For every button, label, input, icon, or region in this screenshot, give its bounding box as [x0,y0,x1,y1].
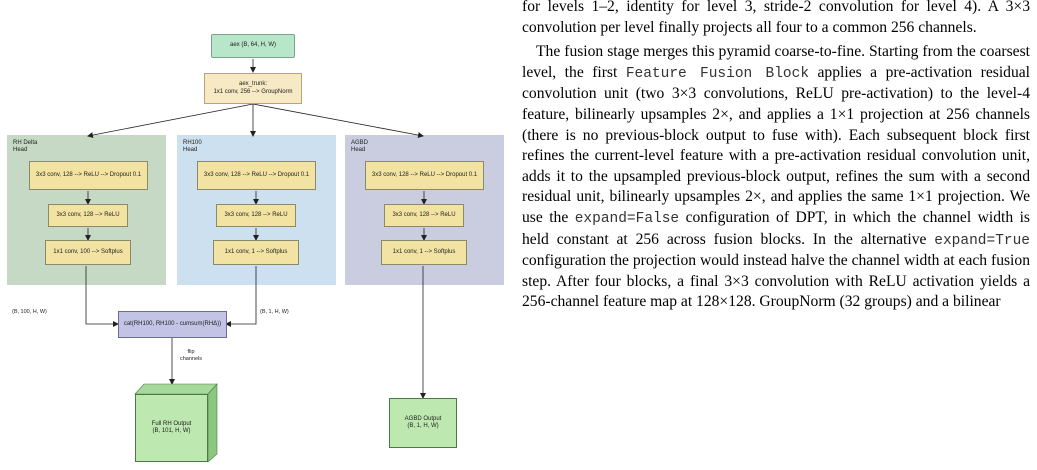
flip-label: flip [187,349,195,355]
rh-delta-layer-3: 1x1 conv, 100 --> Softplus [45,240,131,265]
code-feature-fusion-block: Feature Fusion Block [625,65,810,82]
rh100-layer-1-label: 3x3 conv, 128 --> ReLU --> Dropout 0.1 [203,171,310,178]
paragraph-2: The fusion stage merges this pyramid coa… [522,42,1030,313]
rh-delta-layer-2-label: 3x3 conv, 128 --> ReLU [56,211,120,218]
flip-channels-label: flip channels [176,349,206,363]
trunk-node-label-2: 1x1 conv, 256 --> GroupNorm [213,88,293,95]
agbd-layer-2-label: 3x3 conv, 128 --> ReLU [392,211,456,218]
rh100-layer-3-label: 1x1 conv, 1 --> Softplus [224,248,288,255]
agbd-layer-1-label: 3x3 conv, 128 --> ReLU --> Dropout 0.1 [371,171,478,178]
code-expand-true: expand=True [934,232,1030,249]
rh-delta-layer-1: 3x3 conv, 128 --> ReLU --> Dropout 0.1 [29,161,148,190]
paragraph-2-part-c: configuration of DPT, in which the chann… [522,208,1030,248]
rh-delta-layer-1-label: 3x3 conv, 128 --> ReLU --> Dropout 0.1 [35,171,142,178]
agbd-layer-1: 3x3 conv, 128 --> ReLU --> Dropout 0.1 [365,161,484,190]
diagram-connectors [85,59,427,463]
rh100-layer-1: 3x3 conv, 128 --> ReLU --> Dropout 0.1 [197,161,316,190]
architecture-diagram: RH Delta Head RH100 Head AGBD Head [0,0,510,470]
rh100-layer-2: 3x3 conv, 128 --> ReLU [216,204,296,227]
body-text-column: for levels 1–2, identity for level 3, st… [522,0,1030,313]
delta-shape-label: (B, 100, H, W) [12,309,47,315]
channels-label: channels [179,355,203,362]
rh100-layer-2-label: 3x3 conv, 128 --> ReLU [224,211,288,218]
concat-node-label: cat(RH100, RH100 - cumsum(RHΔ)) [123,320,222,327]
rh-delta-layer-3-label: 1x1 conv, 100 --> Softplus [53,248,123,255]
concat-node: cat(RH100, RH100 - cumsum(RHΔ)) [118,311,227,338]
paragraph-2-part-b: applies a pre-activation residual convol… [522,63,1030,226]
paragraph-2-part-d: configuration the projection would inste… [522,252,1030,311]
rh100-layer-3: 1x1 conv, 1 --> Softplus [213,240,299,265]
agbd-layer-3-label: 1x1 conv, 1 --> Softplus [392,248,456,255]
rh100-shape-label: (B, 1, H, W) [260,309,289,315]
rh-delta-head-title: RH Delta Head [13,140,38,154]
trunk-node: aex_trunk: 1x1 conv, 256 --> GroupNorm [204,73,302,104]
full-rh-output-label-2: (B, 101, H, W) [152,428,191,434]
trunk-node-label-1: aex_trunk: [238,81,268,87]
agbd-head-title: AGBD Head [351,140,369,154]
full-rh-output-label-1: Full RH Output [151,420,192,427]
input-node-label: aex (B, 64, H, W) [229,42,276,49]
input-node: aex (B, 64, H, W) [211,34,295,58]
code-expand-false: expand=False [574,210,680,227]
agbd-output-label-1: AGBD Output [404,415,442,422]
rh100-head-title: RH100 Head [183,140,202,154]
agbd-layer-2: 3x3 conv, 128 --> ReLU [384,204,464,227]
paragraph-2-part-a: The fusion stage merges this pyramid coa… [522,43,1030,81]
agbd-output-label-2: (B, 1, H, W) [407,423,439,429]
rh-delta-layer-2: 3x3 conv, 128 --> ReLU [48,204,128,227]
paragraph-1: for levels 1–2, identity for level 3, st… [522,0,1030,36]
agbd-layer-3: 1x1 conv, 1 --> Softplus [381,240,467,265]
agbd-output-node: AGBD Output (B, 1, H, W) [389,398,457,448]
full-rh-output-node: Full RH Output (B, 101, H, W) [135,394,208,462]
